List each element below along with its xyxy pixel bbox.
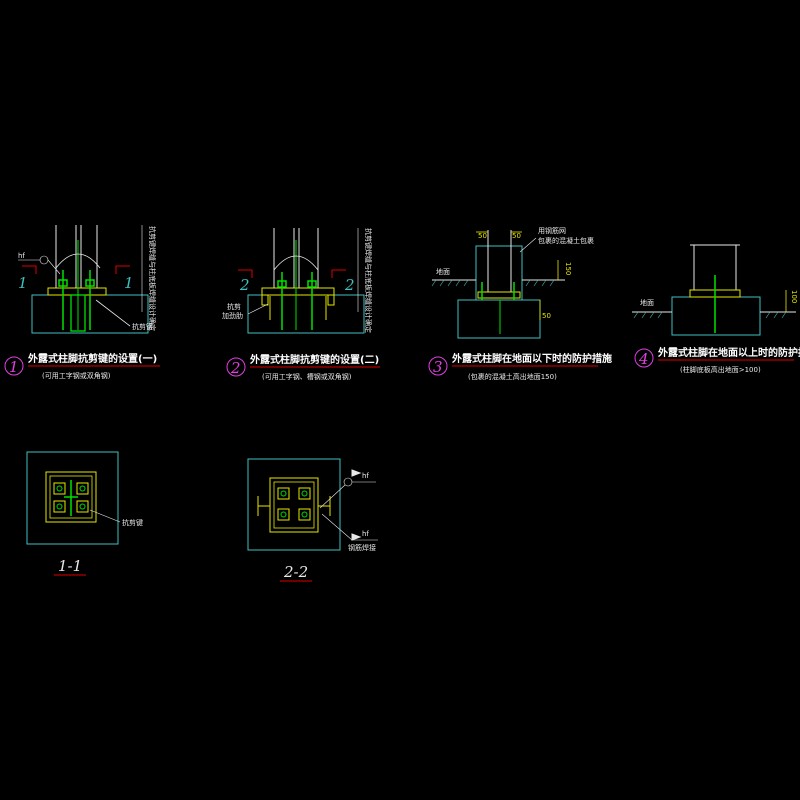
s1-foundation bbox=[26, 451, 119, 545]
s2-note: 钢筋焊接 bbox=[348, 543, 376, 552]
s1-bolt-boxes bbox=[53, 482, 89, 513]
d3-dim-150: 150 bbox=[564, 262, 572, 275]
s1-shear-key bbox=[64, 480, 78, 516]
d1-leader-shear bbox=[95, 299, 131, 327]
d4-dim-100: 100 bbox=[790, 290, 798, 303]
title-3-subtitle: (包裹的混凝土高出地面150) bbox=[468, 372, 557, 381]
title-4-subtitle: (柱脚底板高出地面>100) bbox=[680, 365, 761, 374]
d3-dim-50c: 50 bbox=[542, 312, 551, 320]
s1-base-plate bbox=[45, 471, 97, 523]
title-3-text: 外露式柱脚在地面以下时的防护措施 bbox=[451, 352, 612, 365]
title-3: 3 外露式柱脚在地面以下时的防护措施 (包裹的混凝土高出地面150) bbox=[428, 352, 612, 381]
s2-foundation bbox=[247, 458, 341, 551]
s2-label: 2-2 bbox=[283, 563, 308, 581]
d3-note-1: 用钢筋网 bbox=[538, 226, 566, 235]
s2-hf-top: hf bbox=[362, 472, 369, 480]
d3-column bbox=[487, 230, 512, 292]
s1-leader bbox=[89, 509, 121, 523]
title-2-circle bbox=[226, 357, 246, 377]
s2-hf-bottom: hf bbox=[362, 530, 369, 538]
d1-column bbox=[55, 225, 98, 288]
d1-weld-arc bbox=[55, 253, 101, 269]
title-1-text: 外露式柱脚抗剪键的设置(一) bbox=[27, 352, 157, 365]
detail-3: 地面 用钢筋网 包裹的混凝土包裹 50 50 150 50 bbox=[431, 226, 594, 339]
d4-column bbox=[690, 244, 740, 290]
title-4-number: 4 bbox=[638, 350, 649, 368]
d3-dims bbox=[476, 231, 559, 320]
s1-bolts bbox=[56, 485, 86, 510]
title-4-text: 外露式柱脚在地面以上时的防护措施 bbox=[657, 346, 800, 359]
d1-cut-marks bbox=[22, 265, 130, 274]
title-4: 4 外露式柱脚在地面以上时的防护措施 (柱脚底板高出地面>100) bbox=[634, 346, 800, 374]
d2-cut-left: 2 bbox=[239, 276, 250, 294]
title-1-number: 1 bbox=[9, 358, 19, 376]
d3-note-leader bbox=[519, 237, 537, 253]
title-3-circle bbox=[428, 356, 448, 376]
title-2-text: 外露式柱脚抗剪键的设置(二) bbox=[249, 353, 379, 366]
s2-leaders bbox=[319, 477, 378, 541]
d1-vertical-note: 抗剪键焊缝与柱底板焊缝设计确定 bbox=[148, 226, 157, 331]
s1-label: 1-1 bbox=[58, 557, 82, 575]
d1-cut-left: 1 bbox=[18, 274, 28, 292]
d2-cut-marks bbox=[238, 269, 346, 278]
d3-encasement bbox=[475, 245, 523, 301]
s2-base-plate bbox=[269, 477, 319, 533]
d2-shear-key-lines bbox=[269, 296, 327, 320]
title-2-subtitle: (可用工字钢、槽钢或双角钢) bbox=[262, 372, 352, 381]
detail-1: 抗剪键 抗剪键焊缝与柱底板焊缝设计确定 1 1 hf bbox=[18, 225, 157, 334]
detail-2: 抗剪 加劲肋 抗剪键焊缝与柱底板焊缝设计确定 2 2 bbox=[222, 228, 373, 334]
title-1-circle bbox=[4, 356, 24, 376]
title-2-number: 2 bbox=[230, 359, 241, 377]
d3-note-2: 包裹的混凝土包裹 bbox=[538, 236, 594, 245]
d1-cut-right: 1 bbox=[124, 274, 134, 292]
title-1: 1 外露式柱脚抗剪键的设置(一) (可用工字钢或双角钢) bbox=[4, 352, 160, 380]
s1-column-outline bbox=[49, 475, 93, 519]
d1-hf-leader2 bbox=[47, 259, 61, 275]
d3-dim-50a: 50 bbox=[478, 232, 487, 240]
d2-stiffener-label: 加劲肋 bbox=[222, 311, 243, 320]
d3-hatch bbox=[431, 279, 555, 287]
d1-hf: hf bbox=[18, 252, 25, 260]
d4-hatch bbox=[633, 311, 787, 319]
s2-bolt-boxes bbox=[277, 487, 311, 521]
d2-weld-arc bbox=[273, 255, 319, 271]
d3-ground-label: 地面 bbox=[436, 267, 450, 276]
section-2-2: hf hf 钢筋焊接 2-2 bbox=[247, 458, 378, 582]
d4-ground-label: 地面 bbox=[640, 298, 654, 307]
d3-anchor-bolts bbox=[481, 282, 515, 300]
title-3-number: 3 bbox=[433, 358, 443, 376]
s2-bolts bbox=[280, 490, 308, 518]
s2-side-keys bbox=[257, 496, 331, 516]
d3-base-plate bbox=[477, 291, 521, 299]
s1-shear-key-label: 抗剪键 bbox=[122, 518, 143, 527]
d1-shear-key-label: 抗剪键 bbox=[132, 322, 153, 331]
s2-weld-flags bbox=[351, 469, 362, 541]
d2-stiffeners bbox=[261, 294, 335, 306]
d2-vertical-note: 抗剪键焊缝与柱底板焊缝设计确定 bbox=[364, 228, 373, 333]
d2-shear-key-label: 抗剪 bbox=[227, 302, 241, 311]
d2-column bbox=[273, 228, 319, 288]
s2-column-outline bbox=[273, 481, 315, 529]
d2-base-plate bbox=[261, 287, 335, 296]
title-1-subtitle: (可用工字钢或双角钢) bbox=[42, 371, 111, 380]
title-2: 2 外露式柱脚抗剪键的设置(二) (可用工字钢、槽钢或双角钢) bbox=[226, 353, 380, 381]
d3-dim-50b: 50 bbox=[512, 232, 521, 240]
section-1-1: 抗剪键 1-1 bbox=[26, 451, 143, 576]
title-4-circle bbox=[634, 348, 654, 368]
detail-4: 地面 100 bbox=[632, 244, 798, 336]
d2-leader bbox=[247, 303, 269, 315]
d1-anchor-bolts bbox=[58, 270, 95, 330]
d2-cut-right: 2 bbox=[344, 276, 355, 294]
d2-anchor-bolts bbox=[277, 272, 317, 330]
